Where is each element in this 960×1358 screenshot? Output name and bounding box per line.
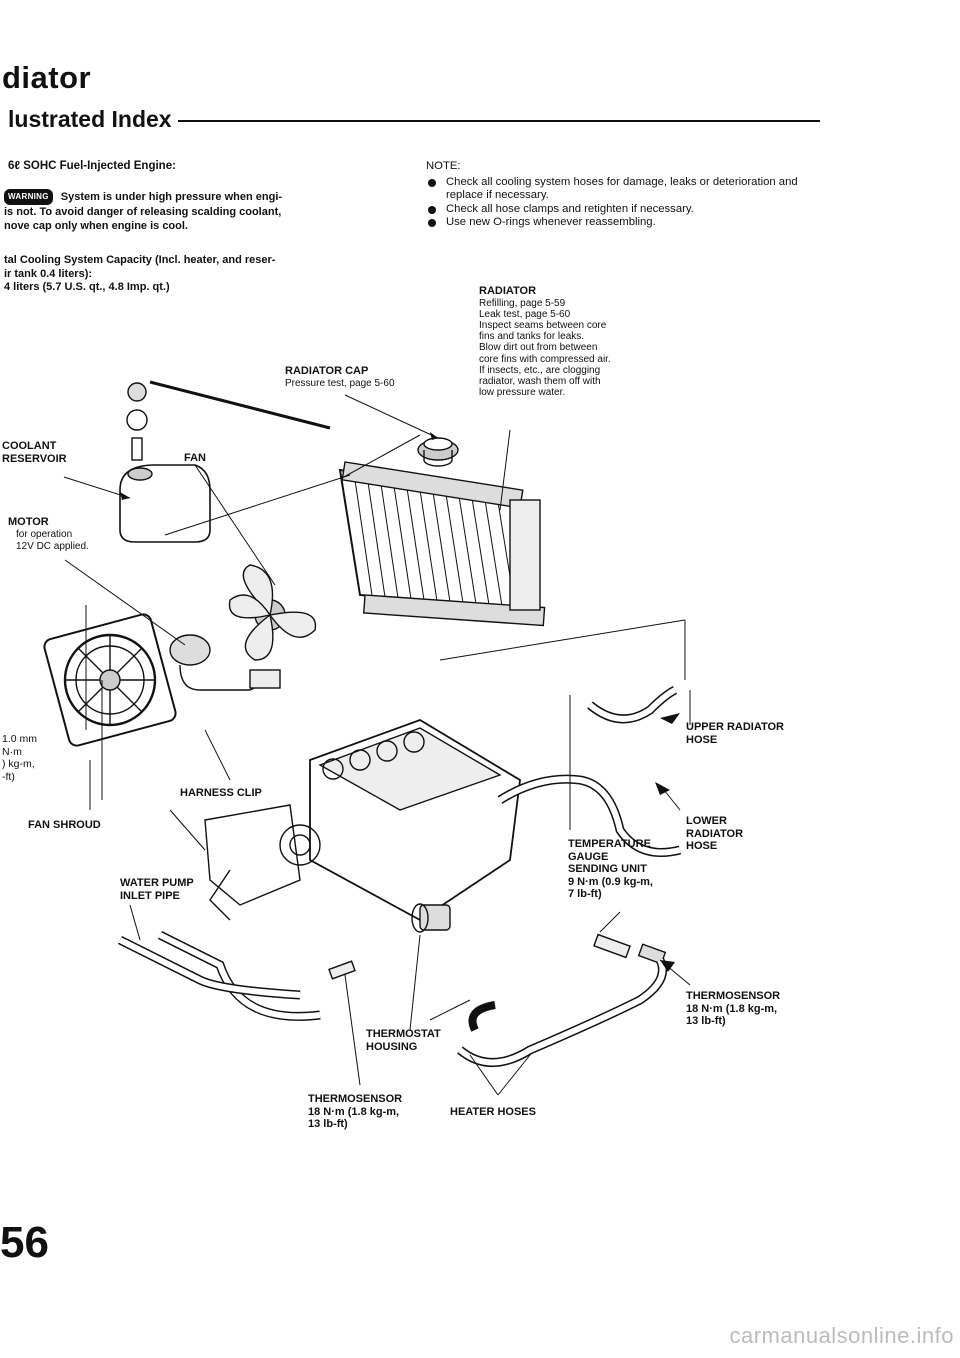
subtitle-rule bbox=[178, 120, 820, 122]
warning-line-3: nove cap only when engine is cool. bbox=[4, 220, 188, 232]
fan-motor-illustration bbox=[169, 634, 281, 691]
heater-hoses-label: HEATER HOSES bbox=[450, 1106, 536, 1118]
arrowheads bbox=[120, 432, 680, 972]
radiator-label: RADIATOR Refilling, page 5-59 Leak test,… bbox=[479, 285, 611, 399]
bullet-icon bbox=[428, 178, 436, 187]
bullet-icon bbox=[428, 219, 436, 228]
lower-radiator-hose-label: LOWER RADIATOR HOSE bbox=[686, 815, 744, 852]
leader-lines bbox=[63, 394, 691, 1096]
capacity-line-1: tal Cooling System Capacity (Incl. heate… bbox=[4, 254, 276, 266]
capacity-block: tal Cooling System Capacity (Incl. heate… bbox=[4, 254, 354, 295]
coolant-reservoir-label: COOLANT RESERVOIR bbox=[2, 440, 67, 465]
warning-line-1: System is under high pressure when engi- bbox=[60, 191, 283, 203]
fan-shroud-illustration bbox=[43, 613, 177, 747]
water-pump-inlet-label: WATER PUMP INLET PIPE bbox=[120, 877, 194, 902]
coolant-reservoir-illustration bbox=[119, 380, 331, 543]
thermostat-housing-label: THERMOSTAT HOUSING bbox=[366, 1028, 441, 1053]
warning-block: WARNING System is under high pressure whe… bbox=[4, 189, 341, 233]
fan-shroud-label: FAN SHROUD bbox=[28, 819, 101, 831]
note-heading: NOTE: bbox=[426, 160, 461, 172]
harness-clip-label: HARNESS CLIP bbox=[180, 787, 262, 799]
radiator-cap-label: RADIATOR CAP Pressure test, page 5-60 bbox=[285, 365, 395, 389]
torque-left-label: 1.0 mm N·m ) kg-m, -ft) bbox=[2, 733, 38, 783]
thermostat-housing-illustration bbox=[328, 903, 667, 980]
engine-illustration bbox=[204, 719, 521, 922]
upper-radiator-hose-label: UPPER RADIATOR HOSE bbox=[686, 721, 784, 746]
hoses-illustration bbox=[117, 685, 682, 1067]
radiator-cap-illustration bbox=[417, 437, 459, 467]
warning-line-2: is not. To avoid danger of releasing sca… bbox=[4, 206, 282, 218]
bullet-icon bbox=[428, 205, 436, 214]
thermosensor-right-label: THERMOSENSOR 18 N·m (1.8 kg-m, 13 lb-ft) bbox=[686, 990, 781, 1027]
fan-illustration bbox=[228, 564, 317, 661]
note-item: Use new O-rings whenever reassembling. bbox=[426, 216, 826, 230]
fan-label: FAN bbox=[184, 452, 206, 464]
temperature-gauge-sending-unit-label: TEMPERATURE GAUGE SENDING UNIT 9 N·m (0.… bbox=[568, 838, 653, 900]
page-title: diator bbox=[2, 60, 92, 95]
capacity-line-2: ir tank 0.4 liters): bbox=[4, 267, 93, 280]
fan-motor-label: MOTOR for operation 12V DC applied. bbox=[8, 516, 89, 552]
note-block: NOTE: Check all cooling system hoses for… bbox=[426, 160, 826, 230]
page-number: 56 bbox=[0, 1218, 49, 1267]
watermark: carmanualsonline.info bbox=[729, 1323, 954, 1348]
capacity-line-3: 4 liters (5.7 U.S. qt., 4.8 Imp. qt.) bbox=[4, 281, 170, 293]
section-subtitle: lustrated Index bbox=[8, 106, 172, 132]
radiator-illustration bbox=[338, 461, 546, 627]
engine-type: 6ℓ SOHC Fuel-Injected Engine: bbox=[8, 160, 176, 172]
note-list: Check all cooling system hoses for damag… bbox=[426, 176, 826, 230]
thermosensor-bottom-label: THERMOSENSOR 18 N·m (1.8 kg-m, 13 lb-ft) bbox=[308, 1093, 403, 1130]
note-item: Check all hose clamps and retighten if n… bbox=[426, 203, 826, 217]
warning-badge: WARNING bbox=[4, 189, 53, 205]
note-item: Check all cooling system hoses for damag… bbox=[426, 176, 826, 203]
